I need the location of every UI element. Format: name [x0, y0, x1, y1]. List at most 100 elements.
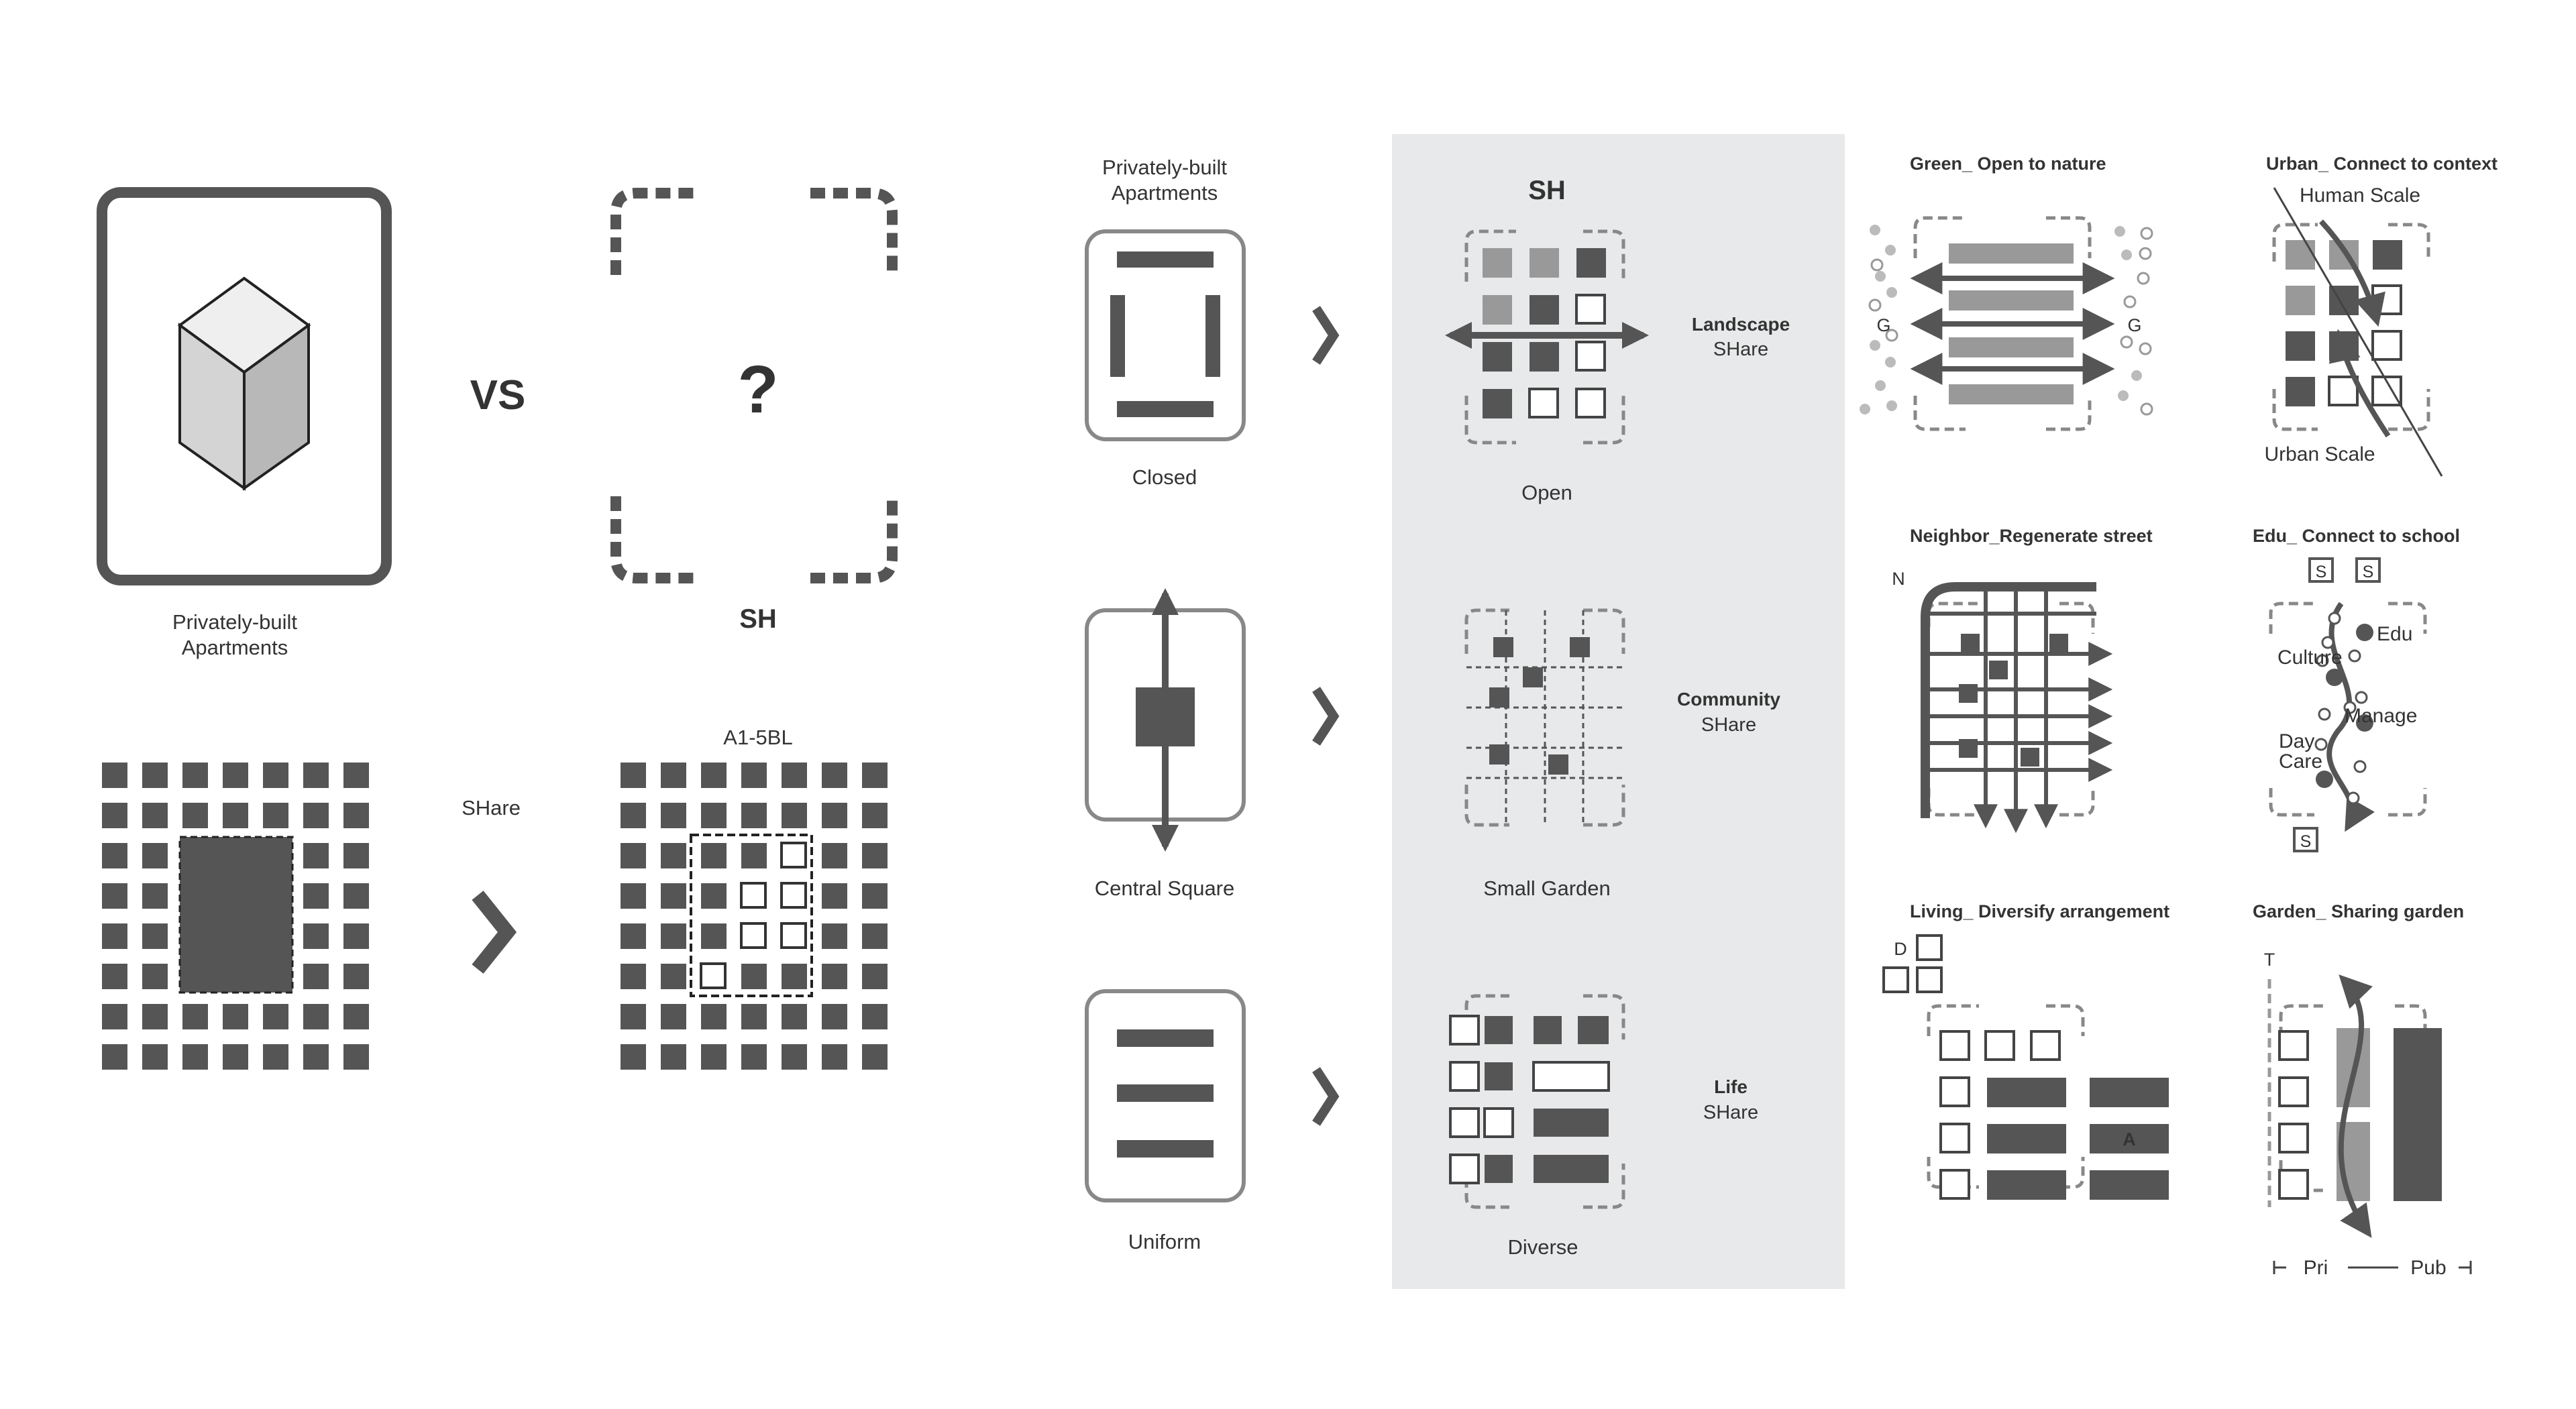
landscape-share-2: SHare	[1713, 339, 1768, 360]
block	[741, 1044, 767, 1070]
block	[621, 803, 646, 828]
block	[343, 1004, 369, 1029]
block	[102, 923, 127, 949]
urban-title: Urban_ Connect to context	[2266, 154, 2498, 174]
block	[102, 803, 127, 828]
sh-panel-title: SH	[1528, 176, 1566, 205]
unit	[2373, 240, 2402, 270]
closed-plan	[1085, 229, 1246, 441]
unit	[2286, 377, 2315, 406]
block	[223, 803, 248, 828]
block	[701, 923, 727, 949]
block	[862, 843, 888, 868]
block	[223, 1044, 248, 1070]
block-grid-left-center	[178, 836, 294, 994]
unit	[1483, 389, 1512, 418]
diverse-label: Diverse	[1507, 1235, 1578, 1259]
unit-open	[2371, 330, 2402, 361]
uniform-plan	[1085, 989, 1246, 1202]
block	[621, 1044, 646, 1070]
unit	[1483, 248, 1512, 278]
block	[182, 1004, 208, 1029]
edu-diagram	[2269, 557, 2427, 852]
unit	[2286, 286, 2315, 315]
block	[142, 763, 168, 788]
block	[701, 883, 727, 909]
unit-open	[1575, 388, 1606, 418]
living-a-label: A	[2123, 1129, 2136, 1149]
living-diagram	[1882, 934, 2169, 1200]
cube-icon	[177, 276, 311, 491]
chevron-right-icon	[472, 891, 517, 974]
unit	[1529, 342, 1559, 372]
landscape-share-1: Landscape	[1692, 314, 1790, 335]
unit	[1576, 248, 1606, 278]
green-diagram	[1860, 216, 2153, 431]
community-share-2: SHare	[1701, 714, 1756, 736]
block	[223, 1004, 248, 1029]
edu-s-2: S	[2363, 563, 2374, 581]
block	[782, 763, 807, 788]
urban-bottom-label: Urban Scale	[2264, 443, 2375, 465]
closed-label: Closed	[1132, 465, 1197, 489]
green-title: Green_ Open to nature	[1910, 154, 2106, 174]
neighbor-n-label: N	[1892, 569, 1905, 589]
block	[621, 1004, 646, 1029]
block	[862, 763, 888, 788]
sh-dashed-corners	[610, 188, 898, 583]
block	[822, 763, 847, 788]
block	[661, 1004, 686, 1029]
garden-t-label: T	[2264, 950, 2275, 970]
block	[102, 1044, 127, 1070]
edu-label-culture: Culture	[2277, 646, 2343, 669]
garden-title: Garden_ Sharing garden	[2253, 901, 2464, 921]
edu-label-day: Day	[2279, 730, 2314, 752]
garden-diagram	[2267, 974, 2472, 1274]
open-block	[740, 922, 767, 949]
block	[102, 843, 127, 868]
apartments-label-1: Privately-built	[172, 610, 297, 634]
block	[621, 923, 646, 949]
garden-pub-label: Pub	[2410, 1257, 2446, 1279]
block	[102, 883, 127, 909]
block	[862, 1004, 888, 1029]
life-share-2: SHare	[1703, 1102, 1758, 1123]
block	[343, 883, 369, 909]
block	[303, 883, 329, 909]
block	[741, 964, 767, 989]
block	[182, 1044, 208, 1070]
block	[661, 964, 686, 989]
block-grid-right	[621, 763, 888, 1070]
block	[142, 803, 168, 828]
block	[782, 1004, 807, 1029]
block	[102, 964, 127, 989]
block	[661, 843, 686, 868]
block	[303, 803, 329, 828]
block	[102, 1004, 127, 1029]
block	[782, 1044, 807, 1070]
block	[822, 843, 847, 868]
unit-open	[2328, 376, 2359, 406]
block	[303, 1044, 329, 1070]
block	[621, 964, 646, 989]
block	[303, 1004, 329, 1029]
urban-top-label: Human Scale	[2300, 184, 2420, 207]
share-label: SHare	[462, 796, 521, 820]
block	[822, 923, 847, 949]
living-title: Living_ Diversify arrangement	[1910, 901, 2169, 921]
unit	[2286, 331, 2315, 361]
open-block	[740, 882, 767, 909]
block	[142, 964, 168, 989]
block	[701, 1044, 727, 1070]
central-square-label: Central Square	[1095, 877, 1235, 900]
unit	[2286, 240, 2315, 270]
block	[102, 763, 127, 788]
diverse-plan	[1449, 994, 1625, 1209]
block	[782, 964, 807, 989]
block	[741, 763, 767, 788]
block-label: A1-5BL	[723, 726, 792, 749]
living-d-label: D	[1894, 939, 1907, 959]
block	[782, 803, 807, 828]
block	[142, 883, 168, 909]
block	[862, 803, 888, 828]
